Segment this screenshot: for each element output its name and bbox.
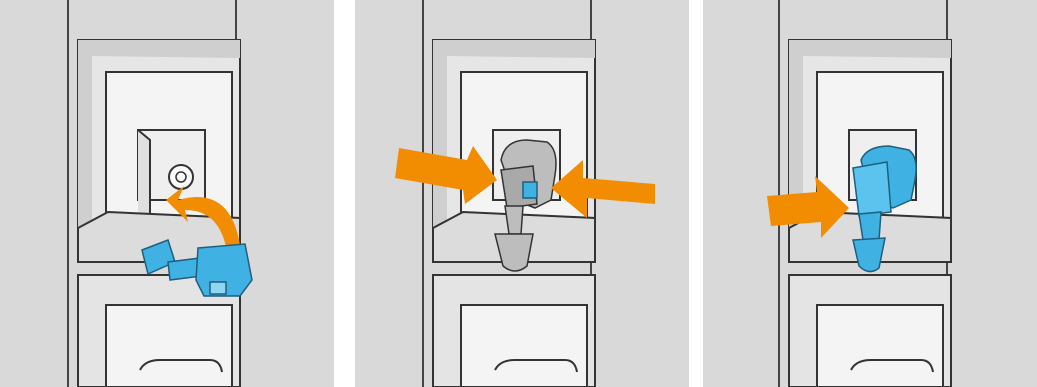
- lower-ink-block: [817, 305, 943, 387]
- step-1-panel: [0, 0, 334, 387]
- step-1-illustration: [0, 0, 334, 387]
- step-3-illustration: [703, 0, 1037, 387]
- step-2-panel: [355, 0, 689, 387]
- connector-front: [853, 162, 891, 216]
- port-socket-inner: [176, 172, 186, 182]
- step-2-illustration: [355, 0, 689, 387]
- step-3-panel: [703, 0, 1037, 387]
- port-plate-side: [138, 130, 150, 222]
- connector-neck-gray: [505, 206, 523, 234]
- lower-ink-block: [461, 305, 587, 387]
- connector-neck: [859, 212, 881, 240]
- connector-latch: [210, 282, 226, 294]
- lower-ink-block: [106, 305, 232, 387]
- release-button-blue: [523, 182, 537, 198]
